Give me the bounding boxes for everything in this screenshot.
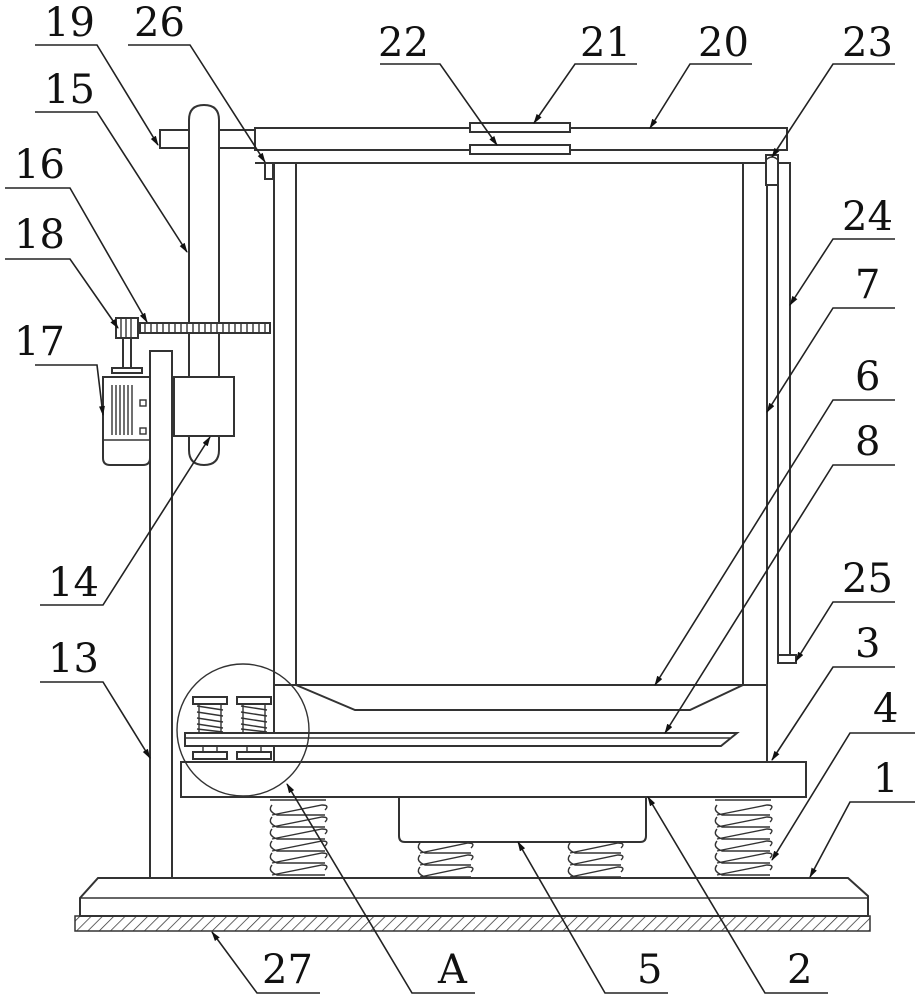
label-15: 15 [44,67,95,113]
support-plate-2 [180,761,807,798]
label-14: 14 [48,560,99,606]
label-22: 22 [378,20,429,66]
rack-16 [139,322,271,334]
label-25: 25 [842,556,893,602]
label-16: 16 [14,142,65,188]
leader-lines [5,44,915,994]
label-21: 21 [580,20,631,66]
label-5: 5 [637,947,662,993]
slot-rail-15 [188,103,220,467]
label-3: 3 [855,621,880,667]
label-24: 24 [842,194,893,240]
label-27: 27 [262,947,313,993]
vibration-box-5 [398,796,647,843]
base-plate-1 [79,877,869,917]
detail-circle-A [176,663,310,797]
label-26: 26 [134,0,185,46]
stopper-26 [264,162,274,180]
label-4: 4 [873,686,898,732]
label-2: 2 [787,947,812,993]
column-13 [149,350,173,879]
label-7: 7 [855,262,880,308]
label-19: 19 [44,0,95,46]
tray-8 [184,732,740,747]
screen-6 [274,684,767,711]
label-A: A [437,947,468,993]
spring-mid-right [567,842,624,878]
label-13: 13 [48,636,99,682]
slider-block-14 [173,376,235,437]
motor-17 [102,367,151,466]
hinge-plate-22 [469,144,571,155]
hook-25 [777,654,797,664]
gear-18 [115,317,139,369]
ground-pad-27 [74,915,871,932]
label-20: 20 [698,20,749,66]
label-1: 1 [873,756,898,802]
label-17: 17 [14,319,65,365]
label-8: 8 [855,419,880,465]
container-3 [273,162,768,763]
spring-mid-left [417,842,474,878]
hinge-plate-21 [469,122,571,133]
label-6: 6 [855,354,880,400]
label-23: 23 [842,20,893,66]
spring-left-4 [269,799,328,879]
label-18: 18 [14,212,65,258]
callout-labels: 19 26 22 21 20 23 15 16 24 18 7 17 6 8 1… [14,0,898,993]
spring-right-4 [714,799,773,879]
